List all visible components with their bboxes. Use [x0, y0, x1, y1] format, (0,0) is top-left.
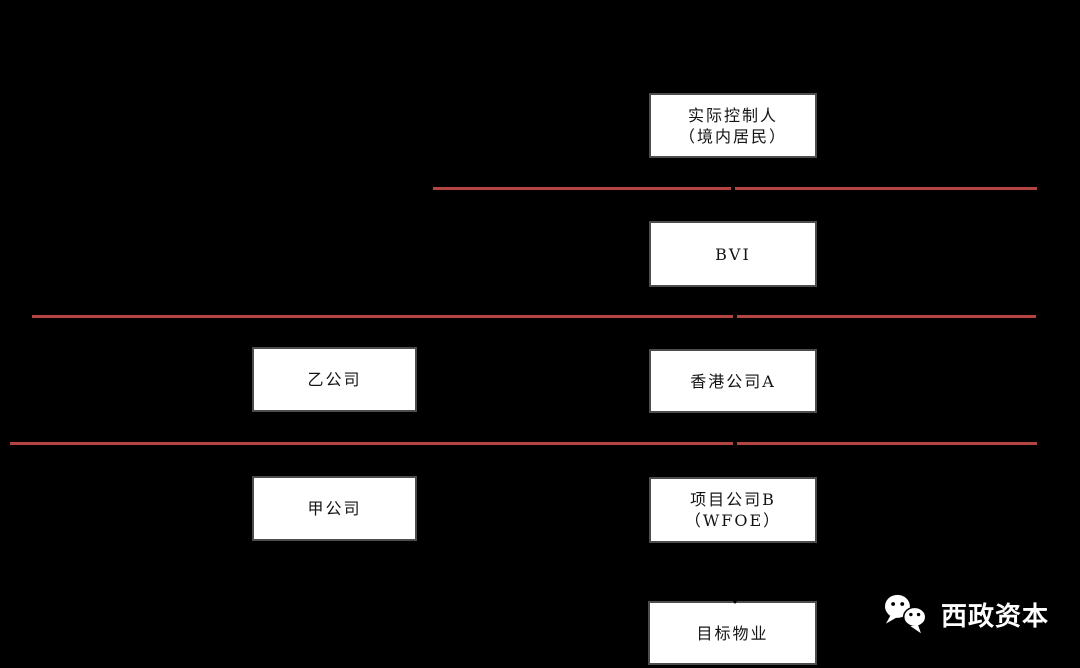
node-label: （境内居民） [678, 126, 787, 146]
node-label: （WFOE） [684, 511, 782, 530]
node-hk-company-a: 香港公司A [649, 349, 817, 413]
watermark-label: 西政资本 [941, 601, 1050, 631]
node-project-company-b: 项目公司B （WFOE） [649, 477, 817, 543]
node-company-jia: 甲公司 [252, 476, 417, 541]
node-target-property: 目标物业 [648, 601, 817, 665]
connector-tick [733, 441, 737, 446]
node-label: 甲公司 [307, 499, 362, 518]
node-label: BVI [715, 244, 751, 264]
node-actual-controller: 实际控制人（境内居民） [649, 93, 817, 158]
wechat-icon [884, 593, 932, 639]
node-label: 乙公司 [307, 370, 362, 389]
node-label: 项目公司B [690, 490, 776, 509]
node-company-yi: 乙公司 [252, 347, 417, 412]
node-label: 目标物业 [696, 623, 769, 643]
node-label: 香港公司A [690, 371, 776, 391]
node-label: 实际控制人 [687, 105, 778, 125]
watermark: 西政资本 [884, 593, 1049, 639]
red-divider-line [10, 442, 1037, 445]
connector-tick [733, 314, 737, 319]
connector-arrowhead [730, 597, 740, 604]
connector-tick [731, 186, 735, 191]
red-divider-line [32, 315, 1036, 318]
red-divider-line [433, 187, 1037, 190]
node-bvi: BVI [649, 221, 817, 287]
